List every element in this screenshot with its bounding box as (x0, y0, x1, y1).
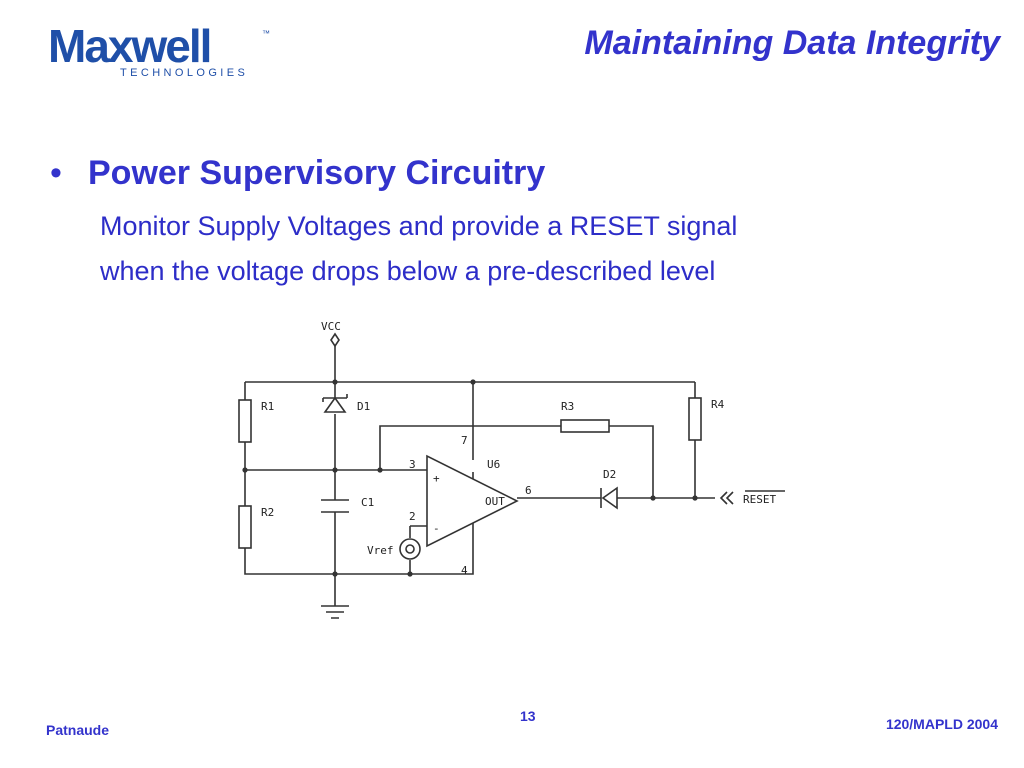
resistor-r4: R4 (688, 397, 725, 441)
bullet-marker: • (50, 154, 62, 192)
svg-text:R1: R1 (261, 400, 274, 413)
bullet-heading: Power Supervisory Circuitry (88, 154, 546, 192)
svg-text:-: - (433, 522, 440, 535)
body-line-1: Monitor Supply Voltages and provide a RE… (100, 211, 738, 241)
svg-text:OUT: OUT (485, 495, 505, 508)
svg-text:D2: D2 (603, 468, 616, 481)
svg-text:RESET: RESET (743, 493, 776, 506)
reset-output: RESET (719, 490, 785, 506)
svg-text:C1: C1 (361, 496, 374, 509)
svg-text:U6: U6 (487, 458, 500, 471)
logo-trademark: ™ (262, 29, 270, 38)
svg-text:6: 6 (525, 484, 532, 497)
svg-text:4: 4 (461, 564, 468, 577)
zener-diode-d1: D1 (322, 394, 370, 413)
resistor-r3: R3 (560, 400, 610, 433)
wires (244, 342, 715, 592)
svg-text:R3: R3 (561, 400, 574, 413)
junctions (242, 379, 698, 577)
diode-d2: D2 (600, 468, 618, 510)
slide-title: Maintaining Data Integrity (584, 24, 1000, 62)
ground-symbol (321, 592, 349, 619)
footer-author: Patnaude (46, 722, 110, 738)
circuit-diagram: VCC R1 R2 R4 R3 D1 C1 + - OUT U6 3 2 6 7… (238, 320, 785, 619)
resistor-r2: R2 (238, 505, 274, 549)
footer-conference: 120/MAPLD 2004 (885, 716, 998, 732)
bullet-body: Monitor Supply Voltages and provide a RE… (100, 204, 737, 294)
page-number: 13 (520, 708, 536, 724)
vref-source: Vref (367, 538, 421, 560)
logo-subtitle: TECHNOLOGIES (120, 67, 248, 79)
svg-text:D1: D1 (357, 400, 370, 413)
capacitor-c1: C1 (321, 496, 374, 513)
body-line-2: when the voltage drops below a pre-descr… (100, 256, 716, 286)
op-amp-u6: + - OUT U6 3 2 6 7 4 (409, 434, 532, 577)
vcc-terminal: VCC (321, 320, 341, 348)
svg-text:R2: R2 (261, 506, 274, 519)
resistor-r1: R1 (238, 399, 274, 443)
svg-text:2: 2 (409, 510, 416, 523)
logo-wordmark: Maxwell (48, 20, 210, 72)
maxwell-logo: Maxwell ™ TECHNOLOGIES (48, 20, 270, 79)
svg-text:VCC: VCC (321, 320, 341, 333)
svg-text:7: 7 (461, 434, 468, 447)
svg-text:3: 3 (409, 458, 416, 471)
svg-text:+: + (433, 472, 440, 485)
svg-text:R4: R4 (711, 398, 725, 411)
svg-text:Vref: Vref (367, 544, 394, 557)
